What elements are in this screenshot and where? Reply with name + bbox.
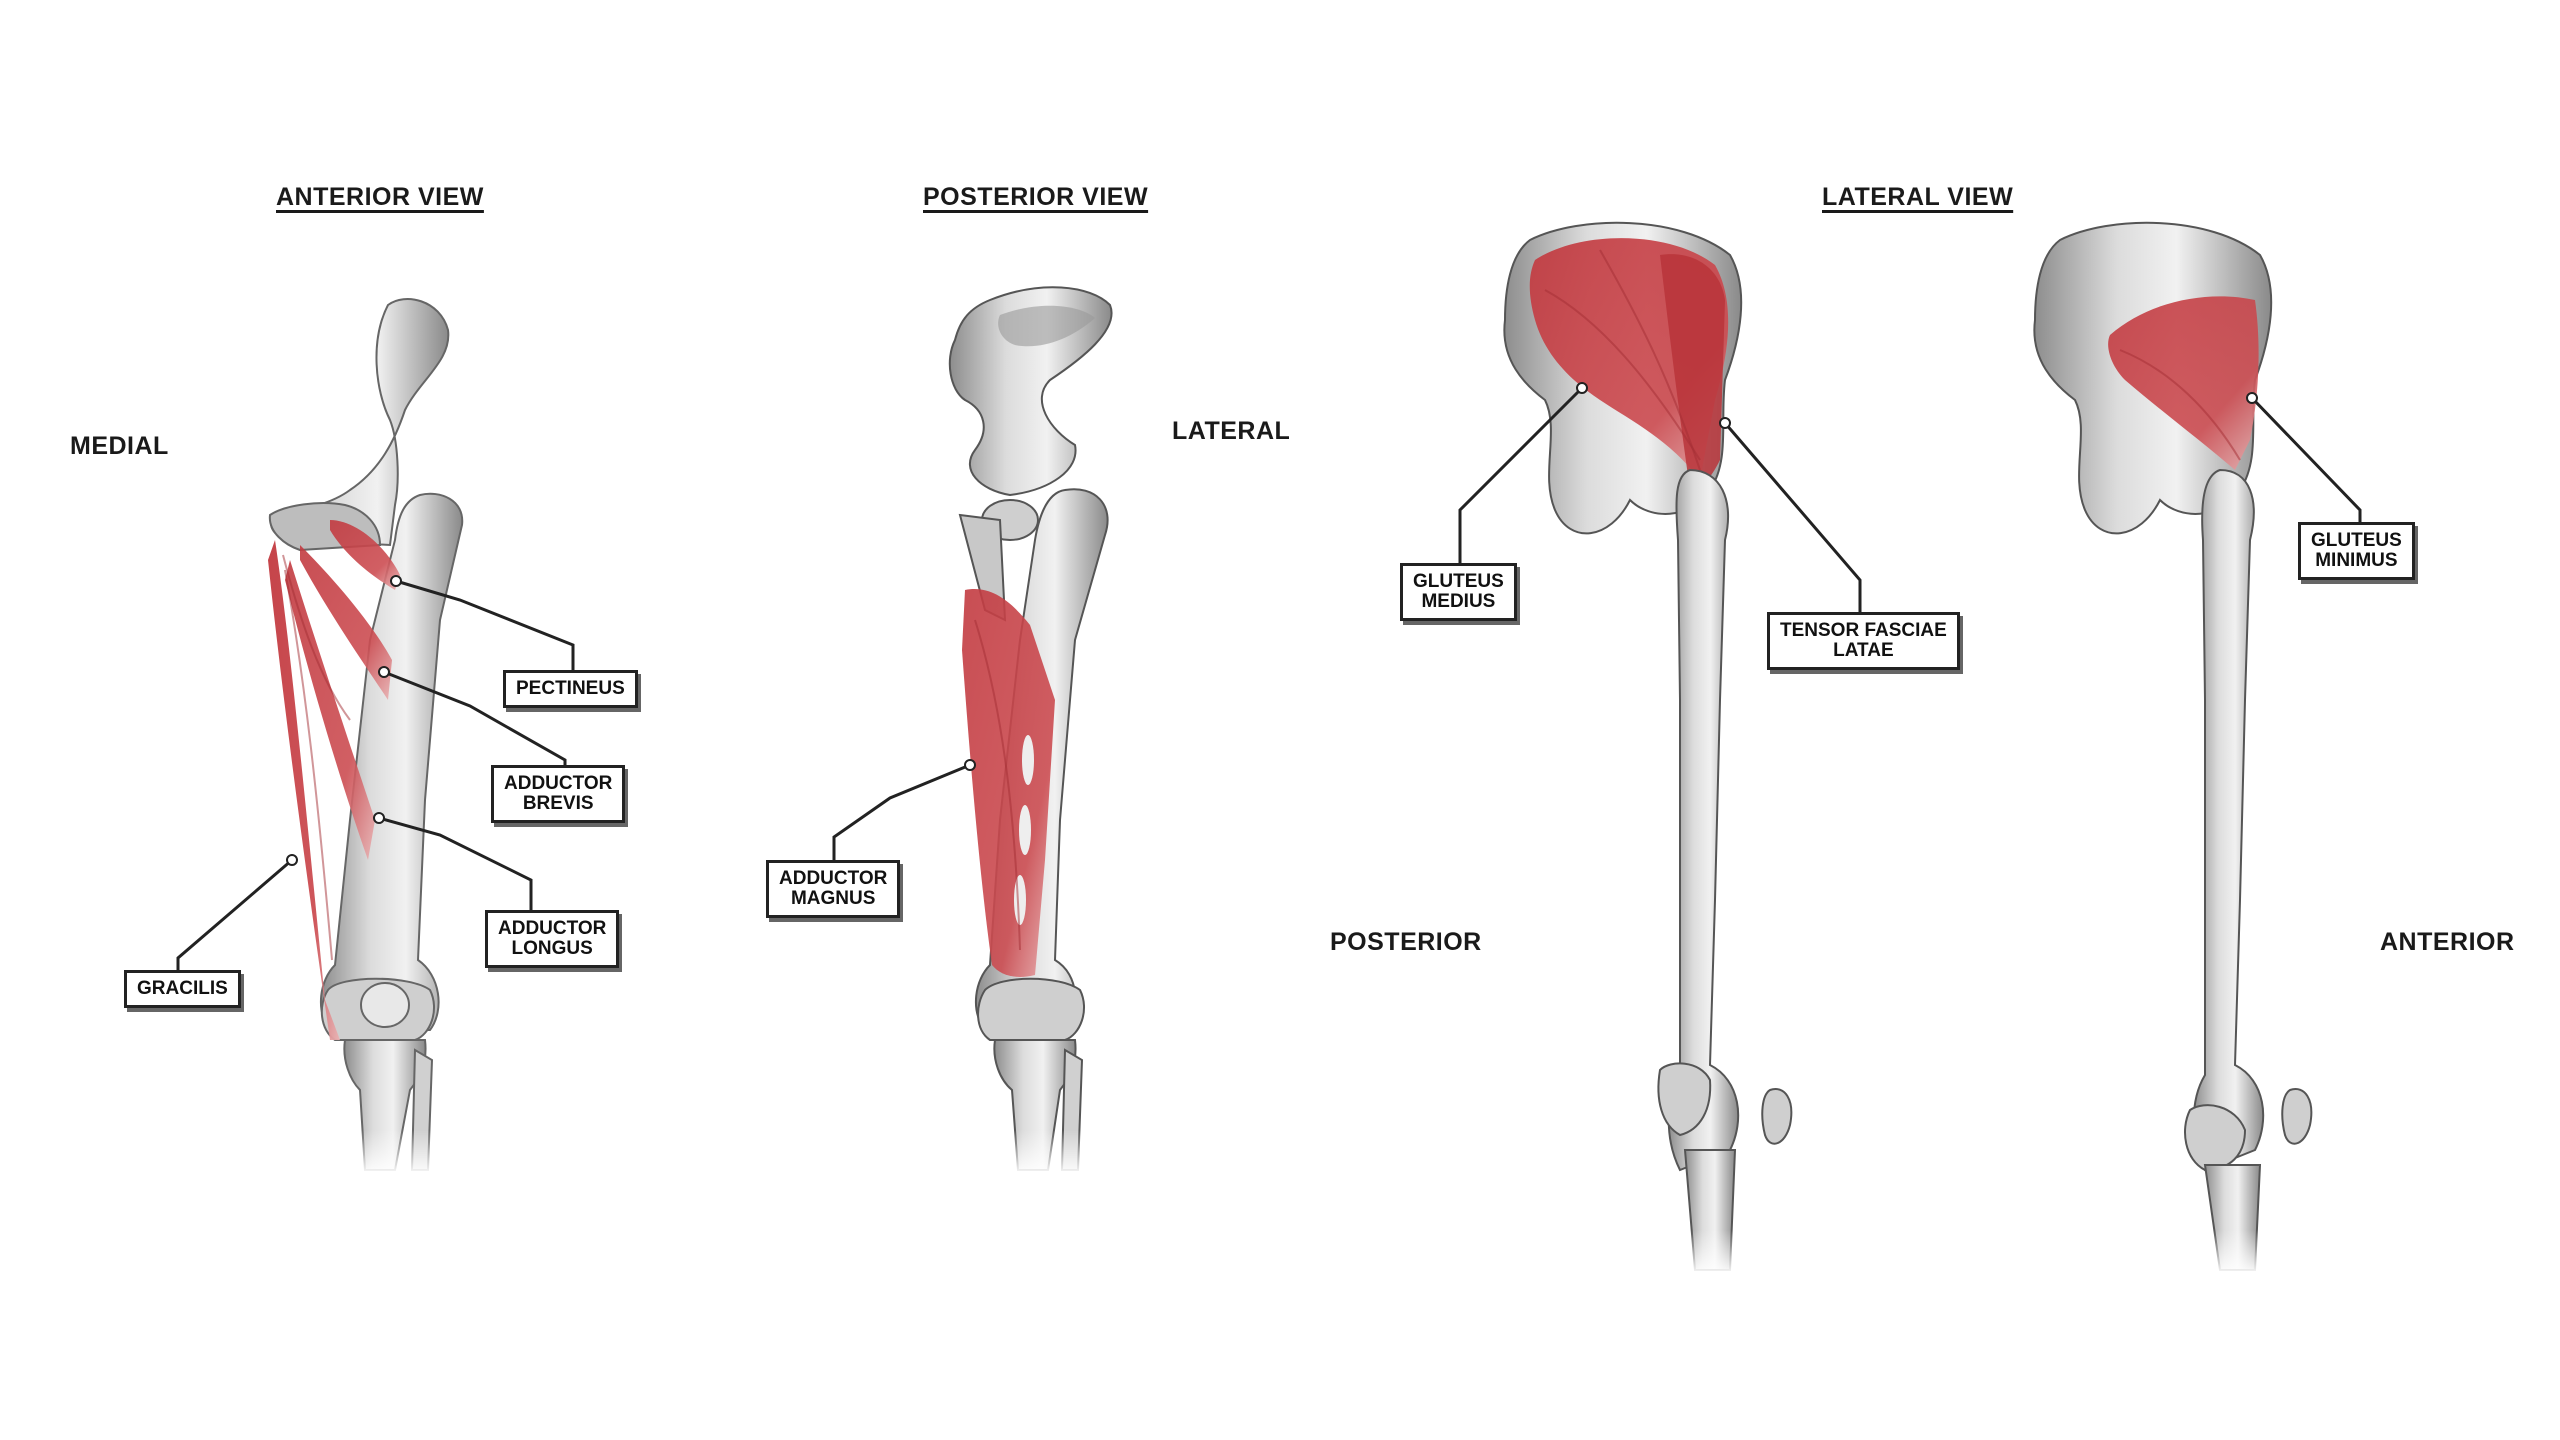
label-gracilis: GRACILIS (124, 970, 241, 1008)
leader-gluteus-minimus (2250, 396, 2362, 525)
label-adductor-longus-line1: ADDUCTOR (498, 918, 607, 939)
label-gluteus-medius-line2: MEDIUS (1421, 591, 1496, 612)
lateral-view-title: LATERAL VIEW (1822, 183, 2014, 211)
posterior-view-title: POSTERIOR VIEW (923, 183, 1149, 211)
lateral-leg-gluteus-medius (1503, 221, 1793, 1275)
leader-gluteus-medius (1458, 386, 1584, 565)
label-adductor-longus: ADDUCTOR LONGUS (485, 910, 620, 968)
leader-tensor-fasciae-latae (1723, 422, 1862, 620)
gracilis-muscle (268, 540, 340, 1040)
anterior-view-title: ANTERIOR VIEW (276, 183, 484, 211)
label-tensor-fasciae-latae: TENSOR FASCIAE LATAE (1767, 612, 1960, 670)
label-pectineus-text: PECTINEUS (516, 678, 625, 699)
leader-adductor-magnus (832, 763, 971, 865)
anterior-femur (319, 492, 464, 1031)
adductor-brevis-muscle (300, 545, 392, 700)
anterior-leg (268, 297, 464, 1175)
label-gluteus-minimus-line2: MINIMUS (2315, 550, 2398, 571)
gluteus-minimus-muscle (2108, 296, 2259, 470)
direction-medial: MEDIAL (70, 432, 169, 460)
label-adductor-magnus: ADDUCTOR MAGNUS (766, 860, 901, 918)
direction-lateral: LATERAL (1172, 417, 1291, 445)
lateral-femur-right (2192, 468, 2265, 1172)
label-adductor-magnus-line2: MAGNUS (790, 888, 876, 909)
label-gluteus-medius-line1: GLUTEUS (1413, 571, 1504, 592)
tensor-fasciae-latae-muscle (1660, 254, 1725, 490)
direction-posterior: POSTERIOR (1330, 928, 1482, 956)
lateral-leg-gluteus-minimus (2033, 221, 2313, 1275)
label-gluteus-minimus-line1: GLUTEUS (2311, 530, 2402, 551)
pectineus-muscle (330, 520, 400, 590)
label-adductor-brevis-line1: ADDUCTOR (504, 773, 613, 794)
leader-adductor-longus (378, 816, 533, 915)
label-adductor-longus-line2: LONGUS (511, 938, 593, 959)
label-gluteus-medius: GLUTEUS MEDIUS (1400, 563, 1517, 621)
leader-pectineus (395, 579, 575, 680)
label-tensor-fasciae-latae-line2: LATAE (1833, 640, 1894, 661)
label-adductor-brevis: ADDUCTOR BREVIS (491, 765, 626, 823)
posterior-pelvis (948, 286, 1113, 497)
label-pectineus: PECTINEUS (503, 670, 638, 708)
leader-lines (176, 386, 2362, 977)
posterior-leg (948, 286, 1113, 1175)
label-adductor-magnus-line1: ADDUCTOR (779, 868, 888, 889)
leader-gracilis (176, 858, 293, 977)
direction-anterior: ANTERIOR (2380, 928, 2515, 956)
label-gracilis-text: GRACILIS (137, 978, 228, 999)
leader-dots (286, 382, 2258, 866)
label-adductor-brevis-line2: BREVIS (522, 793, 594, 814)
label-gluteus-minimus: GLUTEUS MINIMUS (2298, 522, 2415, 580)
label-tensor-fasciae-latae-line1: TENSOR FASCIAE (1780, 620, 1947, 641)
